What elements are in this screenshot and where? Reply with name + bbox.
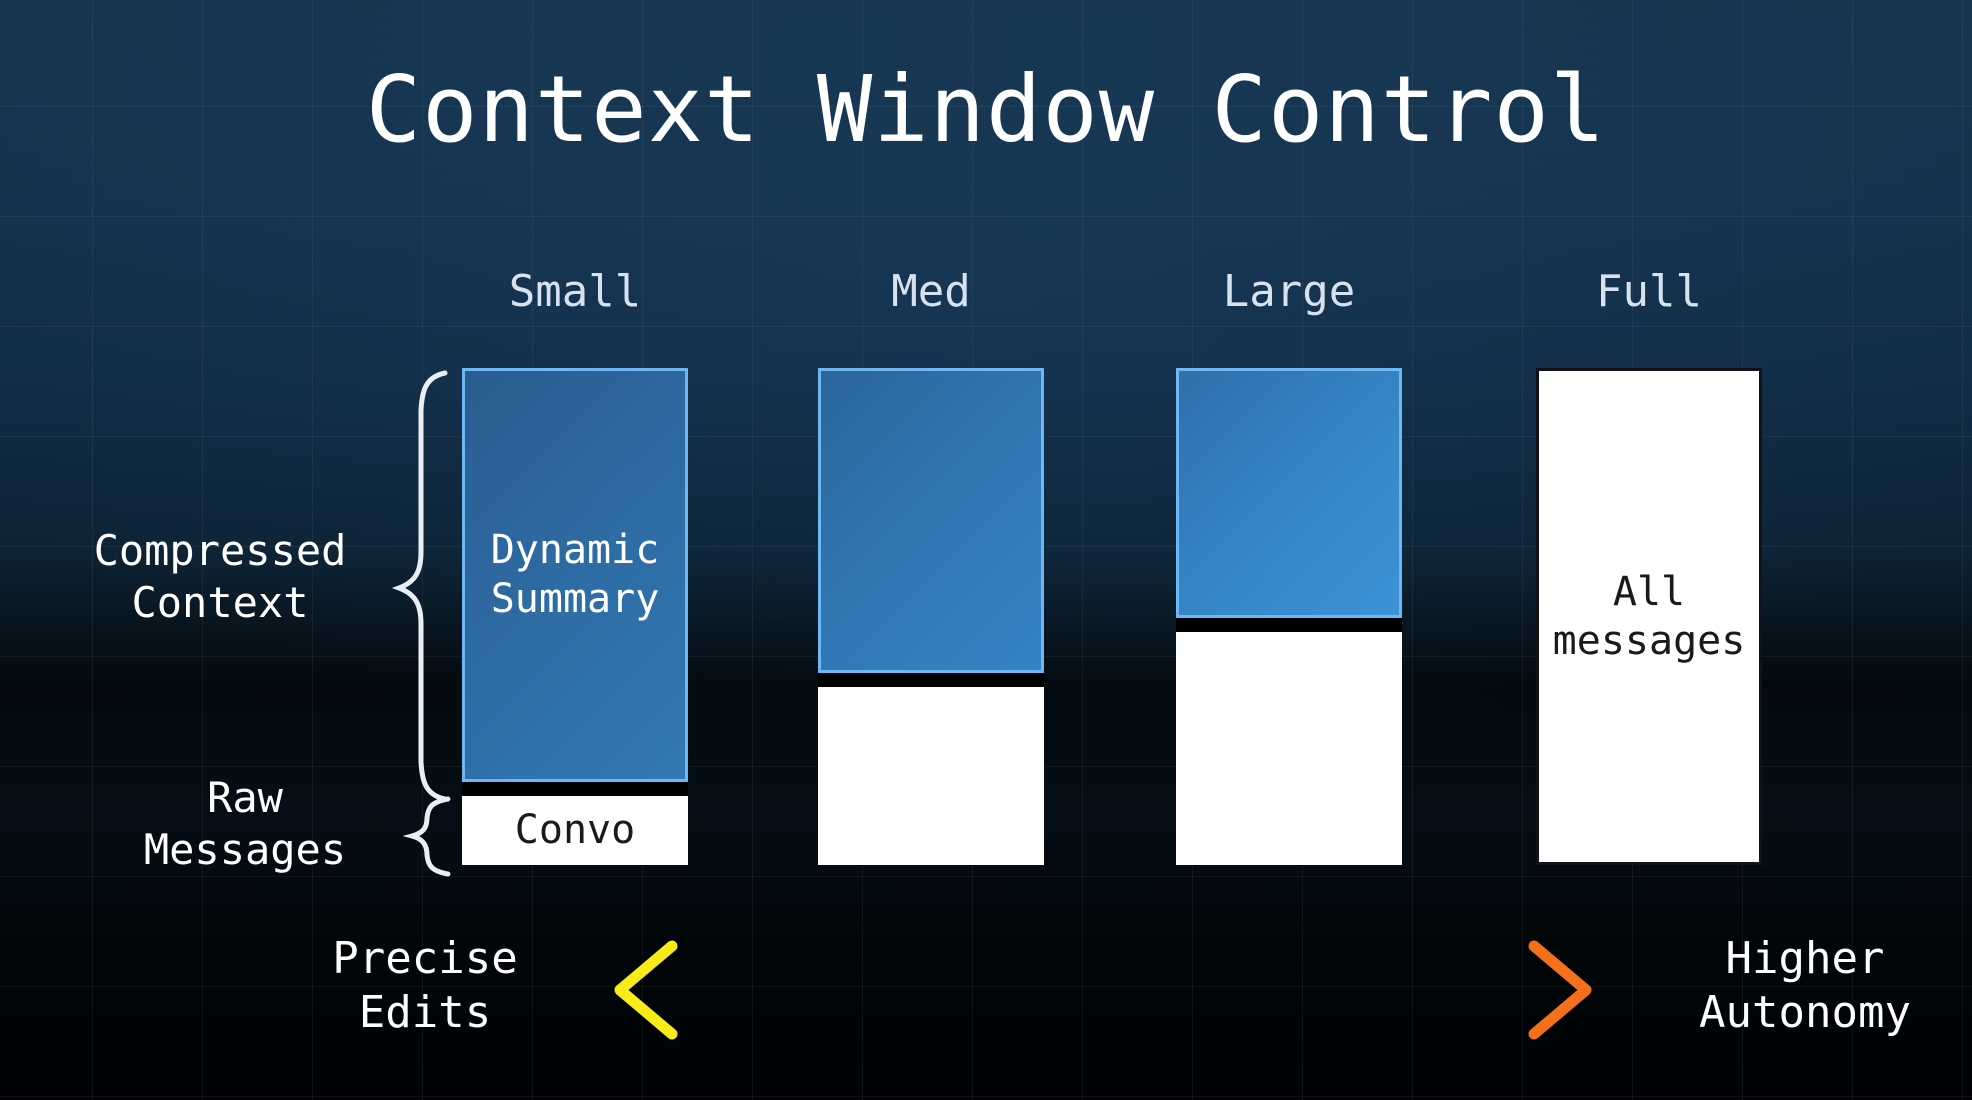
page-title: Context Window Control xyxy=(365,56,1607,163)
brace-label-compressed-context: Compressed Context xyxy=(93,526,347,628)
brace-raw-messages xyxy=(402,796,451,877)
bar-full[interactable]: All messages xyxy=(1536,368,1762,865)
axis-label-higher-autonomy: Higher Autonomy xyxy=(1699,933,1911,1038)
bar-small-compressed-text: Dynamic Summary xyxy=(490,527,660,622)
brace-compressed-context xyxy=(391,370,448,802)
bar-med-compressed-segment xyxy=(818,368,1044,673)
column-label-med: Med xyxy=(891,266,971,317)
column-label-full: Full xyxy=(1596,266,1702,317)
bar-small-divider xyxy=(462,782,688,796)
column-label-small: Small xyxy=(508,266,642,317)
bar-small-raw-text: Convo xyxy=(514,807,636,854)
bar-full-raw-segment: All messages xyxy=(1536,368,1762,865)
brace-label-raw-messages: Raw Messages xyxy=(143,773,347,875)
autonomy-spectrum-arrow xyxy=(614,940,1592,1040)
bar-small-raw-segment: Convo xyxy=(462,796,688,865)
column-label-large: Large xyxy=(1222,266,1356,317)
bar-small[interactable]: Dynamic Summary Convo xyxy=(462,368,688,865)
bar-med-raw-segment xyxy=(818,687,1044,865)
bar-large-divider xyxy=(1176,618,1402,632)
bar-large-compressed-segment xyxy=(1176,368,1402,618)
bar-full-raw-text: All messages xyxy=(1552,568,1746,664)
bar-med-divider xyxy=(818,673,1044,687)
axis-label-precise-edits: Precise Edits xyxy=(332,933,518,1038)
bar-large-raw-segment xyxy=(1176,632,1402,865)
bar-small-compressed-segment: Dynamic Summary xyxy=(462,368,688,782)
bar-med[interactable] xyxy=(818,368,1044,865)
arrow-head-left-icon xyxy=(614,940,678,1040)
arrow-head-right-icon xyxy=(1528,940,1592,1040)
bar-large[interactable] xyxy=(1176,368,1402,865)
